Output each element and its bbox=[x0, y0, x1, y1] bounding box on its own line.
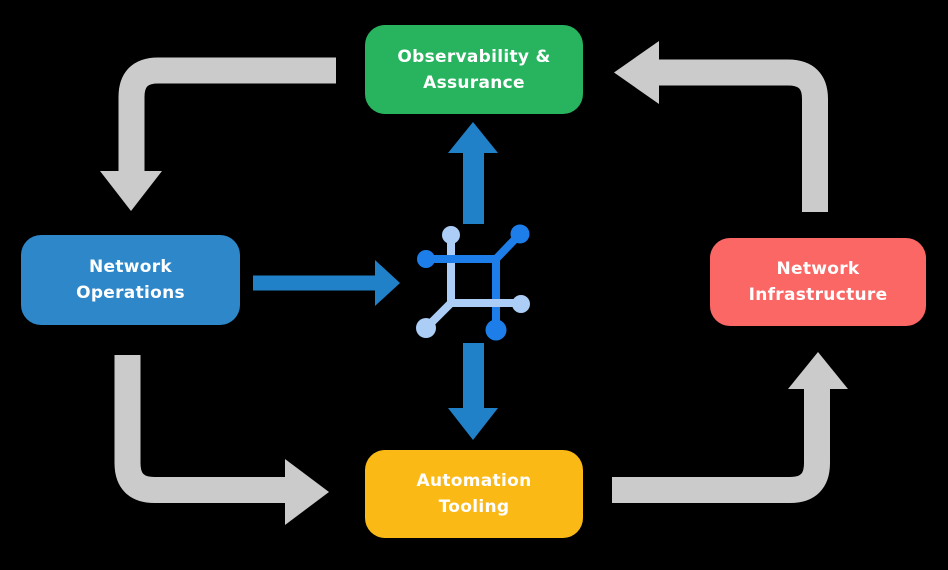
network-mesh-icon-dark-lines bbox=[417, 224, 530, 341]
node-operations-label-line1: Network bbox=[88, 257, 173, 277]
node-infrastructure-label-line2: Infrastructure bbox=[748, 285, 888, 305]
cycle-arrow-top-left bbox=[100, 57, 336, 211]
flow-arrow-down bbox=[448, 343, 498, 440]
network-mesh-icon bbox=[416, 224, 530, 341]
node-automation-label-line1: Automation bbox=[416, 471, 532, 491]
flow-arrow-right bbox=[253, 260, 400, 306]
node-network-infrastructure: Network Infrastructure bbox=[710, 238, 926, 326]
cycle-arrow-top-right bbox=[614, 41, 828, 212]
node-observability-assurance: Observability & Assurance bbox=[365, 25, 583, 114]
node-infrastructure-label-line1: Network bbox=[776, 259, 860, 279]
network-mesh-icon-light-over bbox=[447, 295, 530, 313]
node-automation-tooling: Automation Tooling bbox=[365, 450, 583, 538]
network-mesh-icon-light-lines bbox=[416, 226, 460, 338]
flow-arrow-up bbox=[448, 122, 498, 224]
node-operations-label-line2: Operations bbox=[76, 283, 185, 303]
node-observability-label-line1: Observability & bbox=[397, 46, 551, 67]
node-automation-label-line2: Tooling bbox=[438, 497, 510, 517]
node-observability-label-line2: Assurance bbox=[423, 72, 525, 93]
cycle-arrow-bottom-right bbox=[612, 352, 848, 503]
cycle-arrow-bottom-left bbox=[114, 355, 329, 525]
node-network-operations: Network Operations bbox=[21, 235, 240, 325]
